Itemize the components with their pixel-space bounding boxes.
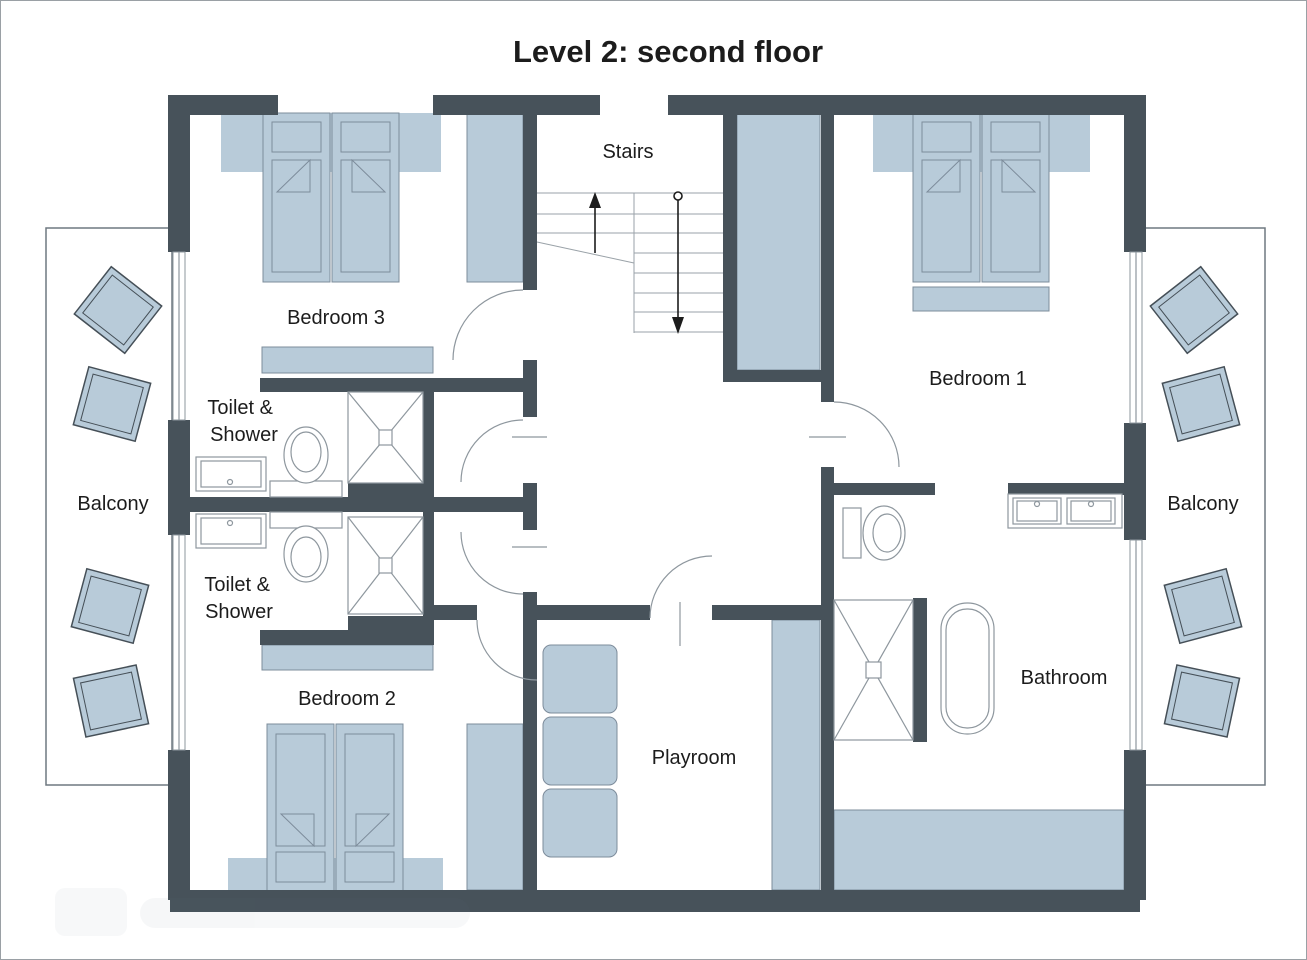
- balcony-left: [45, 227, 173, 786]
- door-arc-toilet-upper: [460, 419, 524, 483]
- room-label-bedroom3: Bedroom 3: [287, 307, 385, 329]
- balcony-chair-icon: [70, 567, 150, 645]
- bathroom-fixtures: [833, 493, 1123, 741]
- door-arc-playroom: [649, 555, 713, 619]
- stairs-down-arrow-icon: [672, 191, 684, 334]
- door-arc-toilet-lower: [460, 531, 524, 595]
- shower-icon: [833, 599, 914, 741]
- balcony-chair-icon: [1163, 567, 1243, 645]
- bed-icon: [981, 112, 1050, 283]
- room-label-bathroom: Bathroom: [1021, 667, 1108, 689]
- bedroom3-furniture: [221, 112, 524, 374]
- room-label-bedroom1: Bedroom 1: [929, 368, 1027, 390]
- page-title: Level 2: second floor: [513, 34, 823, 69]
- stairs-up-arrow-icon: [589, 192, 601, 253]
- bathroom-storage: [833, 809, 1125, 891]
- bed-icon: [912, 112, 981, 283]
- balcony-chair-icon: [73, 265, 163, 355]
- double-sink-icon: [1007, 493, 1123, 529]
- nightstand-band: [221, 113, 441, 172]
- wardrobe: [466, 723, 524, 891]
- sofa-icon: [542, 644, 618, 858]
- balcony-chair-icon: [1149, 265, 1239, 355]
- bed-icon: [331, 112, 400, 283]
- balcony-chair-icon: [1161, 365, 1241, 443]
- room-label-stairs: Stairs: [602, 141, 653, 163]
- doors: [452, 289, 900, 681]
- shower-icon: [347, 516, 424, 615]
- shower-icon: [347, 391, 424, 484]
- dresser: [261, 346, 434, 374]
- toilet-icon: [269, 511, 343, 583]
- balcony-right: [1139, 227, 1266, 786]
- room-label-toilet-shower-upper: Toilet & Shower: [207, 397, 278, 446]
- room-label-balcony-left: Balcony: [77, 493, 148, 515]
- bed-icon: [335, 723, 404, 893]
- room-label-balcony-right: Balcony: [1167, 493, 1238, 515]
- blanket-fold: [1001, 158, 1037, 193]
- label-line: Toilet &: [207, 397, 273, 419]
- blanket-fold: [275, 158, 311, 193]
- bed-bench: [912, 286, 1050, 312]
- blanket-fold: [351, 158, 387, 193]
- balcony-chair-icon: [72, 365, 152, 443]
- bathtub-icon: [940, 602, 995, 735]
- room-label-playroom: Playroom: [652, 747, 736, 769]
- stair-closet: [736, 112, 821, 371]
- bed-icon: [262, 112, 331, 283]
- label-line: Shower: [205, 601, 273, 623]
- label-line: Toilet &: [204, 574, 270, 596]
- wardrobe: [466, 112, 524, 283]
- sink-icon: [195, 513, 267, 549]
- label-line: Shower: [210, 424, 278, 446]
- pillow: [344, 851, 395, 883]
- stairs-treads: [536, 192, 723, 333]
- blanket-fold: [279, 813, 315, 848]
- balcony-chair-icon: [72, 664, 150, 738]
- room-label-bedroom2: Bedroom 2: [298, 688, 396, 710]
- bedroom2-furniture: [228, 644, 524, 893]
- pillow: [271, 121, 322, 153]
- pillow: [340, 121, 391, 153]
- watermark: [55, 888, 470, 936]
- door-arc-bedroom1: [833, 401, 900, 468]
- windows: [172, 251, 1143, 751]
- pillow: [275, 851, 326, 883]
- door-arc-bedroom2: [476, 619, 538, 681]
- blanket-fold: [355, 813, 391, 848]
- pillow: [990, 121, 1041, 153]
- room-label-toilet-shower-lower: Toilet & Shower: [204, 574, 275, 623]
- toilet-icon: [842, 505, 906, 561]
- bedroom1-furniture: [873, 112, 1090, 312]
- walls: [168, 95, 1146, 912]
- dresser: [261, 644, 434, 671]
- sink-icon: [195, 456, 267, 492]
- playroom-cabinet: [771, 619, 821, 891]
- blanket-fold: [925, 158, 961, 193]
- toilet-shower-lower-fixtures: [195, 511, 424, 615]
- toilet-shower-upper-fixtures: [195, 391, 424, 498]
- balcony-chair-icon: [1163, 664, 1241, 738]
- bed-icon: [266, 723, 335, 893]
- door-arc-bedroom3: [452, 289, 524, 361]
- pillow: [921, 121, 972, 153]
- toilet-icon: [269, 426, 343, 498]
